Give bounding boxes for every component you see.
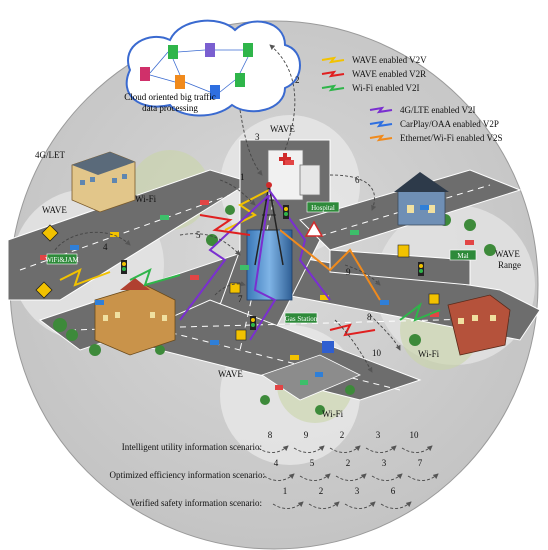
scenario-arrow [308, 501, 340, 509]
scenario-arrow [380, 501, 412, 509]
server-cluster [140, 43, 253, 99]
wifi-right-label: Wi-Fi [418, 349, 440, 359]
step-number: 5 [196, 230, 201, 240]
step-number: 10 [372, 348, 382, 358]
scenario-arrow [371, 473, 403, 481]
wave-range-label: WAVE [495, 249, 520, 259]
apartment-building [71, 151, 136, 213]
scenario-step: 5 [310, 458, 315, 468]
legend: WAVE enabled V2V WAVE enabled V2R Wi-Fi en… [321, 55, 502, 143]
step-number: 7 [238, 294, 243, 304]
step-numbers: 1 2 3 4 5 6 7 8 9 10 [103, 75, 382, 358]
scenario-step: 7 [418, 458, 423, 468]
gas-station-sign [284, 312, 318, 324]
step-number: 9 [346, 267, 351, 277]
scenario-step: 9 [304, 430, 309, 440]
scenario-step: 2 [340, 430, 345, 440]
legend-item: WAVE enabled V2R [321, 69, 426, 79]
step-number: 6 [355, 175, 360, 185]
wave-left-label: WAVE [42, 205, 67, 215]
scenario-step: 2 [346, 458, 351, 468]
scenario-arrow [365, 445, 397, 453]
scenario-step: 10 [410, 430, 420, 440]
scenario-arrow [344, 501, 376, 509]
legend-item: 4G/LTE enabled V2I [369, 105, 476, 115]
cloud-label-line1: Cloud oriented big traffic [124, 92, 216, 102]
scenario-row: Verified safety information scenario: 1 2 3… [130, 486, 412, 509]
wifi-bottom-label: Wi-Fi [322, 409, 344, 419]
legend-swatch [321, 84, 345, 92]
scenario-step: 8 [268, 430, 273, 440]
road-signs: Hospital WiFi&JAM Gas Station Mal [45, 201, 477, 324]
cloud-label-line2: data processing [142, 103, 198, 113]
flow-arrows [54, 44, 401, 373]
wave-top-label: WAVE [270, 124, 295, 134]
scenario-label: Optimized efficiency information scenari… [109, 470, 265, 480]
wifi-jam-sign-label: WiFi&JAM [45, 256, 79, 264]
wifi-left-label: Wi-Fi [135, 194, 157, 204]
legend-swatch [369, 106, 393, 114]
hospital-sign [306, 201, 340, 213]
legend-label: 4G/LTE enabled V2I [400, 105, 476, 115]
scenario-step: 3 [355, 486, 360, 496]
scenario-row: Intelligent utility information scenario… [122, 430, 433, 453]
legend-swatch [321, 70, 345, 78]
scenario-arrow [335, 473, 367, 481]
legend-label: CarPlay/OAA enabled V2P [400, 119, 499, 129]
scenario-row: Optimized efficiency information scenari… [109, 458, 439, 481]
vehicles [40, 160, 474, 390]
house-building [394, 172, 449, 226]
legend-swatch [369, 134, 393, 142]
gas-station-sign-label: Gas Station [285, 315, 318, 323]
scenario-step: 3 [382, 458, 387, 468]
legend-item: WAVE enabled V2V [321, 55, 427, 65]
scenario-step: 2 [319, 486, 324, 496]
scenario-arrow [263, 473, 295, 481]
scenario-label: Intelligent utility information scenario… [122, 442, 262, 452]
office-building [447, 294, 511, 356]
traffic-lights [121, 205, 424, 330]
scenario-arrow [272, 501, 304, 509]
legend-swatch [369, 120, 393, 128]
legend-swatch [321, 56, 345, 64]
scenario-arrow [407, 473, 439, 481]
step-number: 3 [255, 132, 260, 142]
scenario-step: 1 [283, 486, 288, 496]
zone-labels: WAVE WAVE WAVE WAVE Range 4G/LET Wi-Fi W… [35, 124, 521, 419]
hospital-building [267, 149, 321, 201]
legend-item: Ethernet/Wi-Fi enabled V2S [369, 133, 502, 143]
legend-label: Ethernet/Wi-Fi enabled V2S [400, 133, 502, 143]
scenario-step: 6 [391, 486, 396, 496]
step-number: 8 [367, 312, 372, 322]
scenario-step: 4 [274, 458, 279, 468]
scenarios: Intelligent utility information scenario… [109, 430, 439, 509]
legend-item: CarPlay/OAA enabled V2P [369, 119, 499, 129]
mall-sign [449, 249, 477, 261]
hospital-sign-label: Hospital [311, 204, 335, 212]
step-number: 2 [295, 75, 300, 85]
scenario-arrow [299, 473, 331, 481]
scenario-arrow [401, 445, 433, 453]
school-building [94, 278, 176, 356]
scenario-label: Verified safety information scenario: [130, 498, 262, 508]
fourg-label: 4G/LET [35, 150, 65, 160]
wave-range-sub-label: Range [498, 260, 521, 270]
scenario-step: 3 [376, 430, 381, 440]
scenario-arrow [293, 445, 325, 453]
scenario-arrow [329, 445, 361, 453]
wave-bottom-label: WAVE [218, 369, 243, 379]
mall-sign-label: Mal [457, 252, 468, 260]
warning-signs [35, 220, 440, 341]
legend-label: Wi-Fi enabled V2I [352, 83, 419, 93]
scenario-arrow [257, 445, 289, 453]
cloud: Cloud oriented big traffic data processi… [124, 19, 301, 117]
step-number: 4 [103, 242, 108, 252]
legend-item: Wi-Fi enabled V2I [321, 83, 419, 93]
wifi-jam-sign [46, 253, 78, 265]
parking-lot [261, 341, 361, 401]
legend-label: WAVE enabled V2R [352, 69, 426, 79]
legend-label: WAVE enabled V2V [352, 55, 427, 65]
step-number: 1 [240, 172, 245, 182]
